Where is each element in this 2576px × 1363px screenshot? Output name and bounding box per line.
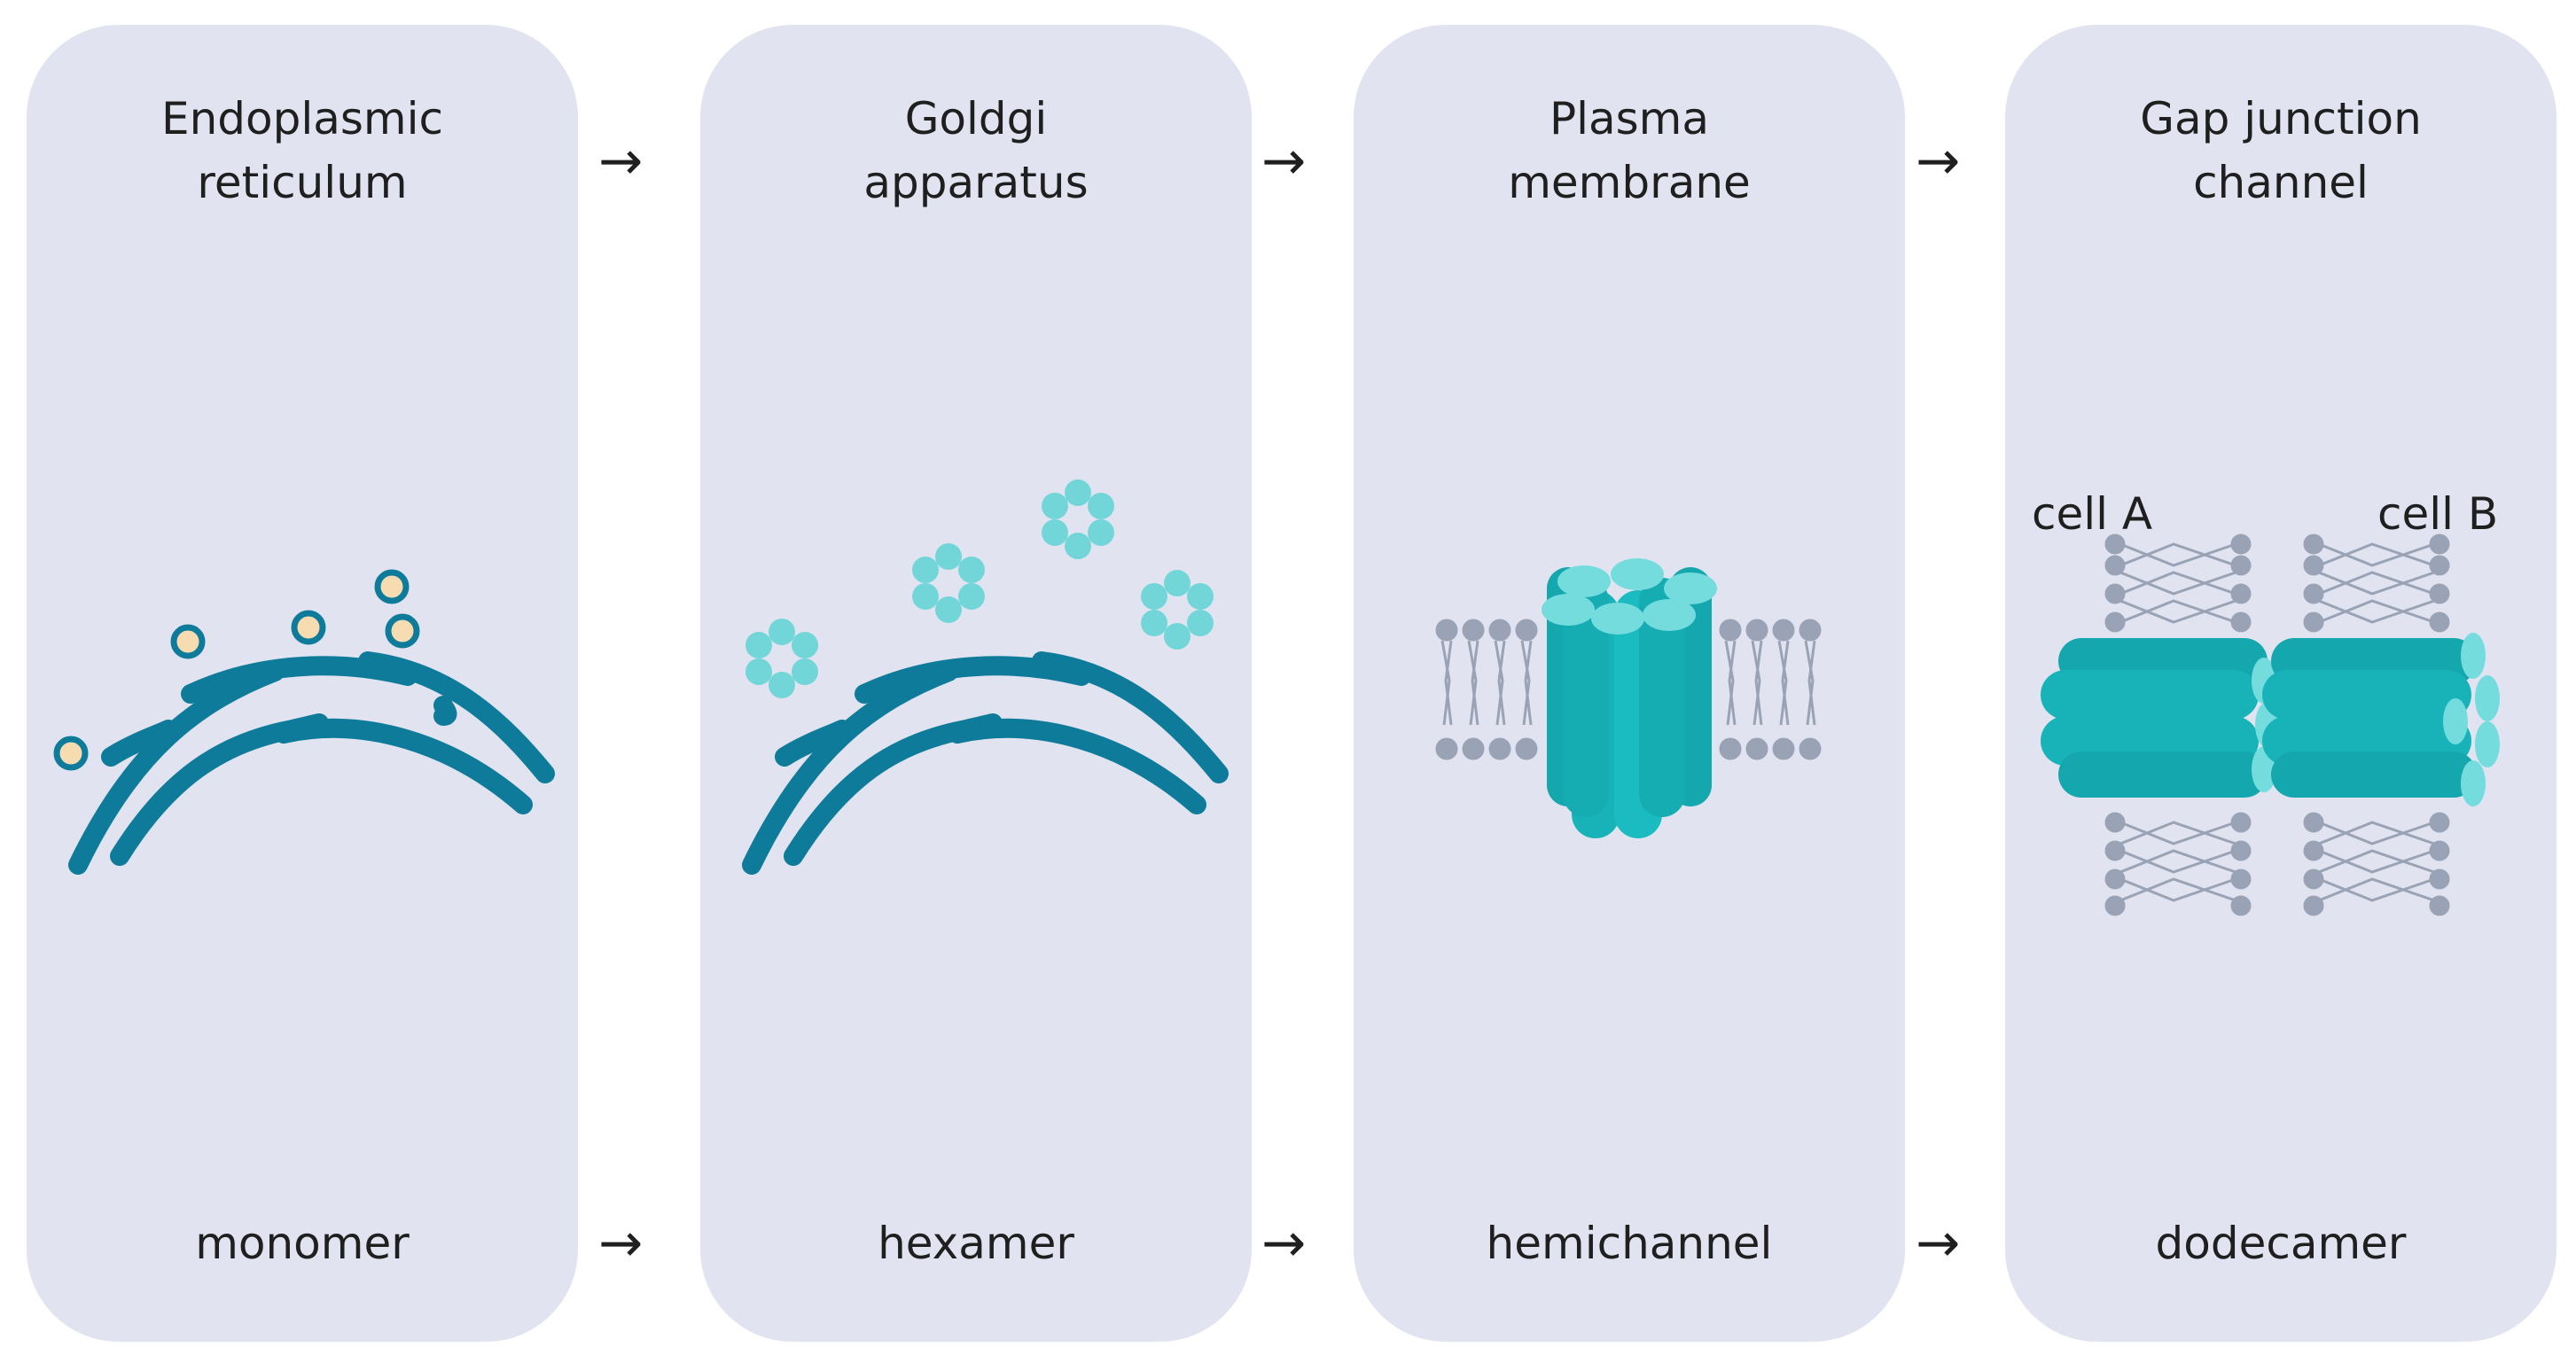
cell-a-label: cell A bbox=[2032, 488, 2153, 540]
top-arrow-2: → bbox=[1261, 130, 1307, 192]
bottom-arrow-1: → bbox=[598, 1212, 644, 1274]
hexamer bbox=[912, 543, 985, 623]
hexamer bbox=[745, 619, 818, 698]
lipid-stack-cell-a bbox=[2104, 534, 2252, 916]
hexamer bbox=[1042, 479, 1114, 559]
stage-panel-er: Endoplasmic reticulum monomer bbox=[27, 25, 578, 1342]
golgi-curve bbox=[1032, 651, 1229, 783]
lipid-row-top bbox=[1435, 619, 1538, 642]
er-curve bbox=[433, 696, 457, 726]
lipid-bilayer-left bbox=[1435, 619, 1538, 760]
stage-caption: hexamer bbox=[878, 1218, 1074, 1269]
channel-tops bbox=[1542, 558, 1717, 635]
stage-caption: monomer bbox=[195, 1218, 410, 1269]
stage-title: Endoplasmic reticulum bbox=[160, 93, 444, 208]
stage-title: Plasma membrane bbox=[1508, 93, 1751, 208]
top-arrow-1: → bbox=[598, 130, 644, 192]
golgi-membrane-curves bbox=[742, 651, 1229, 875]
golgi-illustration bbox=[742, 479, 1229, 875]
golgi-curve bbox=[948, 718, 1206, 814]
monomer bbox=[385, 613, 420, 649]
bottom-arrow-3: → bbox=[1916, 1212, 1961, 1274]
er-membrane-curves bbox=[68, 651, 555, 875]
hexamer-rings bbox=[745, 479, 1214, 698]
stage-title: Goldgi apparatus bbox=[863, 93, 1089, 208]
connexon-cell-b bbox=[2262, 633, 2500, 806]
monomer bbox=[53, 736, 89, 771]
stage-panel-golgi: Goldgi apparatus bbox=[700, 25, 1252, 1342]
gap-junction-channel bbox=[2041, 633, 2500, 806]
bottom-arrow-2: → bbox=[1261, 1212, 1307, 1274]
hexamer bbox=[1141, 570, 1214, 650]
lipid-bilayer-right bbox=[1719, 619, 1822, 760]
lipid-tails bbox=[1440, 640, 1533, 726]
er-curve bbox=[274, 718, 533, 814]
golgi-curve bbox=[775, 720, 852, 767]
stage-caption: dodecamer bbox=[2155, 1218, 2407, 1269]
stage-caption: hemichannel bbox=[1486, 1218, 1773, 1269]
stage-panel-plasma-membrane: Plasma membrane bbox=[1354, 25, 1905, 1342]
lipid-row-bottom bbox=[1719, 737, 1822, 760]
connexon-cell-a bbox=[2041, 638, 2280, 798]
cell-b-label: cell B bbox=[2377, 488, 2499, 540]
hemichannel-cylinder-group bbox=[1542, 558, 1717, 838]
stage-title: Gap junction channel bbox=[2140, 93, 2422, 208]
er-illustration bbox=[53, 569, 555, 875]
er-curve bbox=[358, 651, 555, 783]
hemichannel-illustration bbox=[1435, 558, 1822, 838]
channel-cylinder bbox=[1563, 578, 1609, 817]
lipid-stack-cell-b bbox=[2303, 534, 2450, 916]
golgi-curve bbox=[742, 662, 958, 875]
er-curve bbox=[101, 720, 178, 767]
gap-junction-illustration bbox=[2041, 534, 2500, 916]
monomer bbox=[291, 610, 326, 645]
lipid-tails bbox=[1724, 640, 1816, 726]
lipid-row-bottom bbox=[1435, 737, 1538, 760]
monomer bbox=[170, 624, 206, 659]
lipid-row-top bbox=[1719, 619, 1822, 642]
top-arrow-3: → bbox=[1916, 130, 1961, 192]
monomer-dots bbox=[53, 569, 420, 771]
stage-panel-gap-junction: Gap junction channel cell A cell B bbox=[2005, 25, 2556, 1342]
monomer bbox=[374, 569, 410, 604]
channel-cylinder bbox=[1639, 578, 1685, 817]
er-curve bbox=[68, 662, 285, 875]
